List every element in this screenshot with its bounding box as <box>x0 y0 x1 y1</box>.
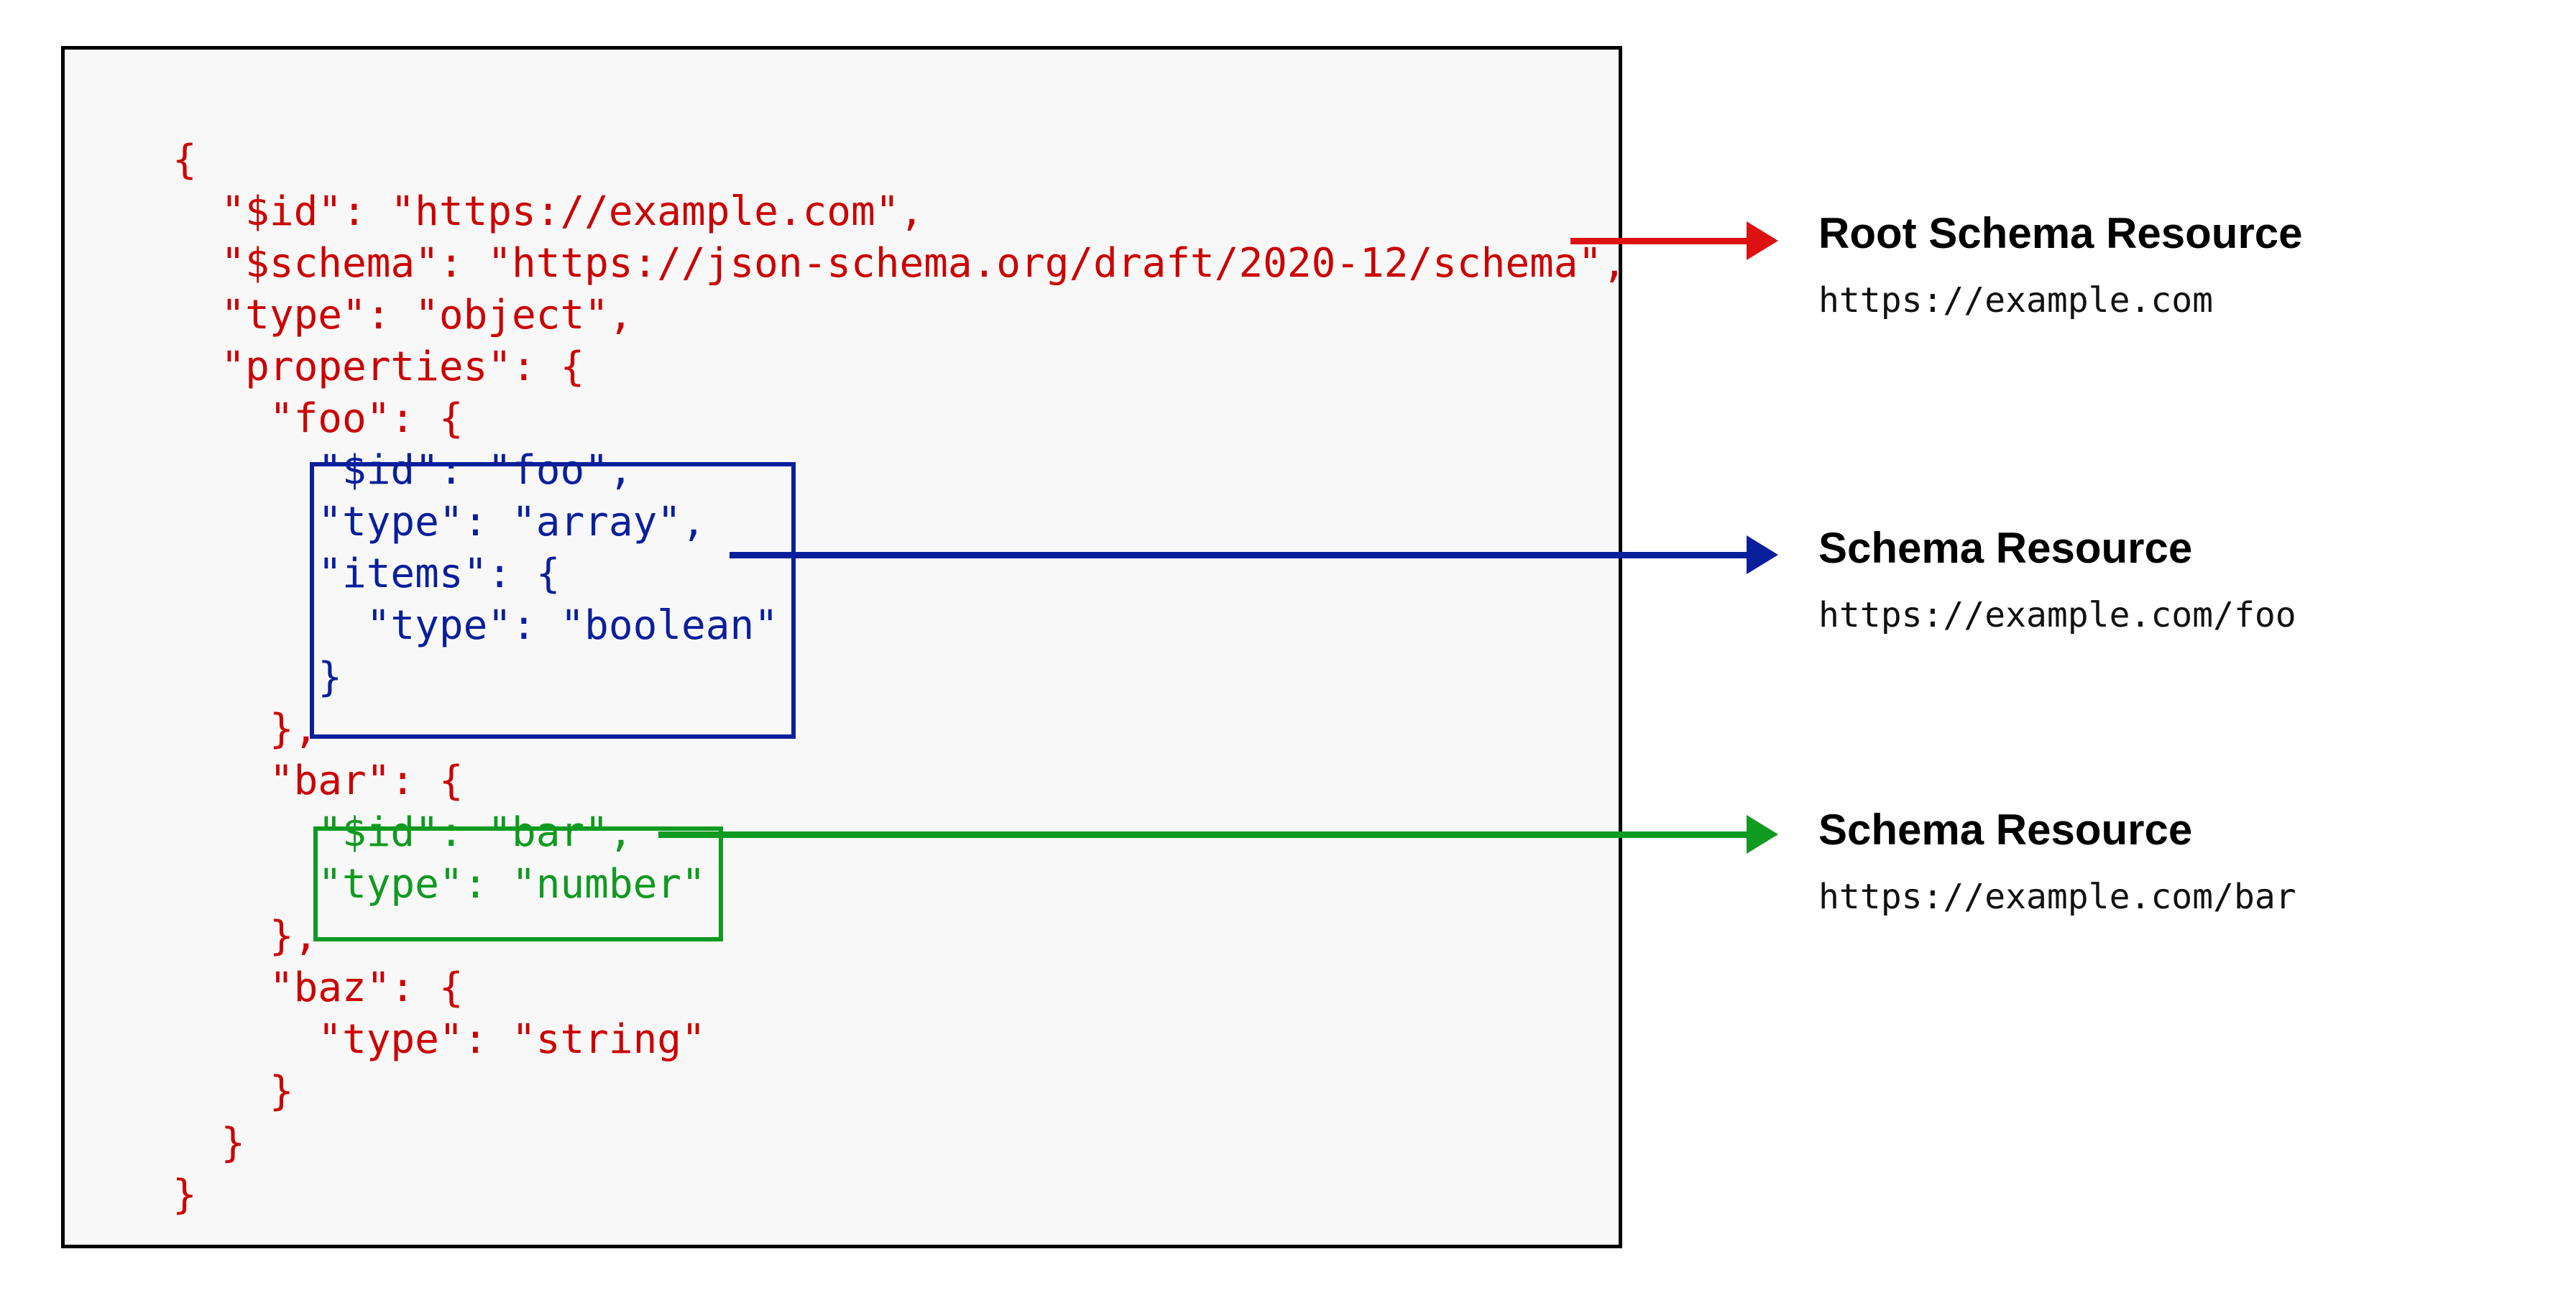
annotation-title-root: Root Schema Resource <box>1818 209 2303 257</box>
code-panel: { "$id": "https://example.com", "$schema… <box>61 46 1627 1248</box>
code-line: { <box>172 137 197 183</box>
code-line: "items": { <box>172 550 561 597</box>
highlight-box-foo-schema-resource <box>310 462 796 739</box>
code-line: "baz": { <box>172 964 464 1011</box>
code-line: "bar": { <box>172 757 464 804</box>
json-code-block: { "$id": "https://example.com", "$schema… <box>172 134 1627 1221</box>
code-line: "type": "string" <box>172 1016 706 1063</box>
code-line: "$schema": "https://json-schema.org/draf… <box>172 240 1627 287</box>
code-line: "$id": "foo", <box>172 447 633 494</box>
arrow-head-bar-schema <box>1747 815 1778 854</box>
code-line: "type": "array", <box>172 499 706 545</box>
annotation-url-bar: https://example.com/bar <box>1818 877 2296 917</box>
annotation-foo-schema: Schema Resource https://example.com/foo <box>1818 525 2296 635</box>
arrow-head-root-schema <box>1747 221 1778 260</box>
code-line: "type": "object", <box>172 292 633 338</box>
code-line: "properties": { <box>172 344 585 390</box>
arrow-head-foo-schema <box>1747 535 1778 574</box>
code-line: "type": "number" <box>172 861 706 908</box>
annotation-url-foo: https://example.com/foo <box>1818 595 2296 635</box>
code-line: "$id": "bar", <box>172 809 633 856</box>
code-line: "foo": { <box>172 395 464 442</box>
code-line: } <box>172 1171 197 1218</box>
code-line: }, <box>172 913 318 959</box>
annotation-title-foo: Schema Resource <box>1818 524 2193 572</box>
annotation-title-bar: Schema Resource <box>1818 806 2193 854</box>
arrow-line-root-schema <box>1570 238 1750 244</box>
annotation-root-schema: Root Schema Resource https://example.com <box>1818 210 2303 320</box>
annotation-url-root: https://example.com <box>1818 280 2214 321</box>
code-line: "$id": "https://example.com", <box>172 188 924 235</box>
code-line: } <box>172 1120 246 1166</box>
code-line: } <box>172 654 343 701</box>
arrow-line-foo-schema <box>730 552 1750 558</box>
code-line: "type": "boolean" <box>172 602 778 649</box>
arrow-line-bar-schema <box>658 831 1750 838</box>
code-line: } <box>172 1068 294 1115</box>
annotation-bar-schema: Schema Resource https://example.com/bar <box>1818 806 2296 916</box>
highlight-box-bar-schema-resource <box>313 826 723 941</box>
